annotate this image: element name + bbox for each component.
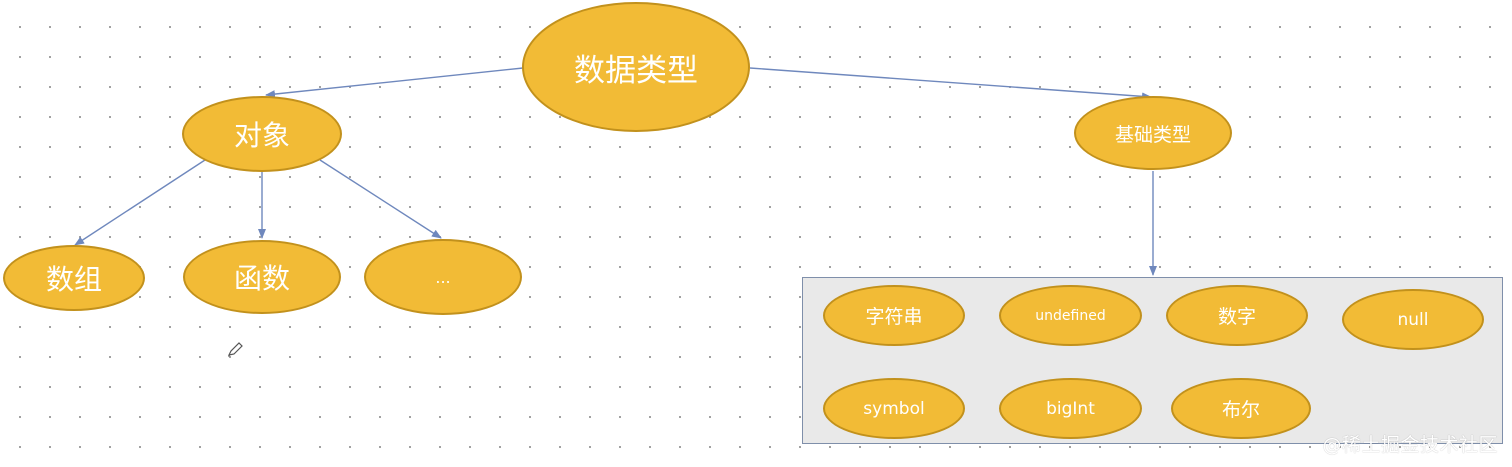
connector-object-to-more <box>319 159 442 239</box>
connector-root-to-basic <box>749 67 1152 101</box>
pencil-icon <box>226 341 244 359</box>
connector-root-to-object <box>265 67 524 99</box>
connector-object-to-array <box>74 159 206 246</box>
basic-types-node: 基础类型 <box>1074 96 1232 170</box>
basic-child-undefined: undefined <box>999 285 1142 346</box>
basic-child-number: 数字 <box>1166 285 1308 346</box>
object-child-function: 函数 <box>183 240 341 314</box>
root-node: 数据类型 <box>522 2 750 132</box>
object-child-array: 数组 <box>3 245 145 311</box>
basic-child-string: 字符串 <box>823 285 965 346</box>
basic-child-bigint: bigInt <box>999 378 1142 439</box>
watermark-text: @稀土掘金技术社区 <box>1322 434 1498 456</box>
basic-child-symbol: symbol <box>823 378 965 439</box>
object-node: 对象 <box>182 96 342 172</box>
basic-child-null: null <box>1342 289 1484 350</box>
object-child-more: ... <box>364 239 522 315</box>
basic-child-boolean: 布尔 <box>1171 378 1311 439</box>
